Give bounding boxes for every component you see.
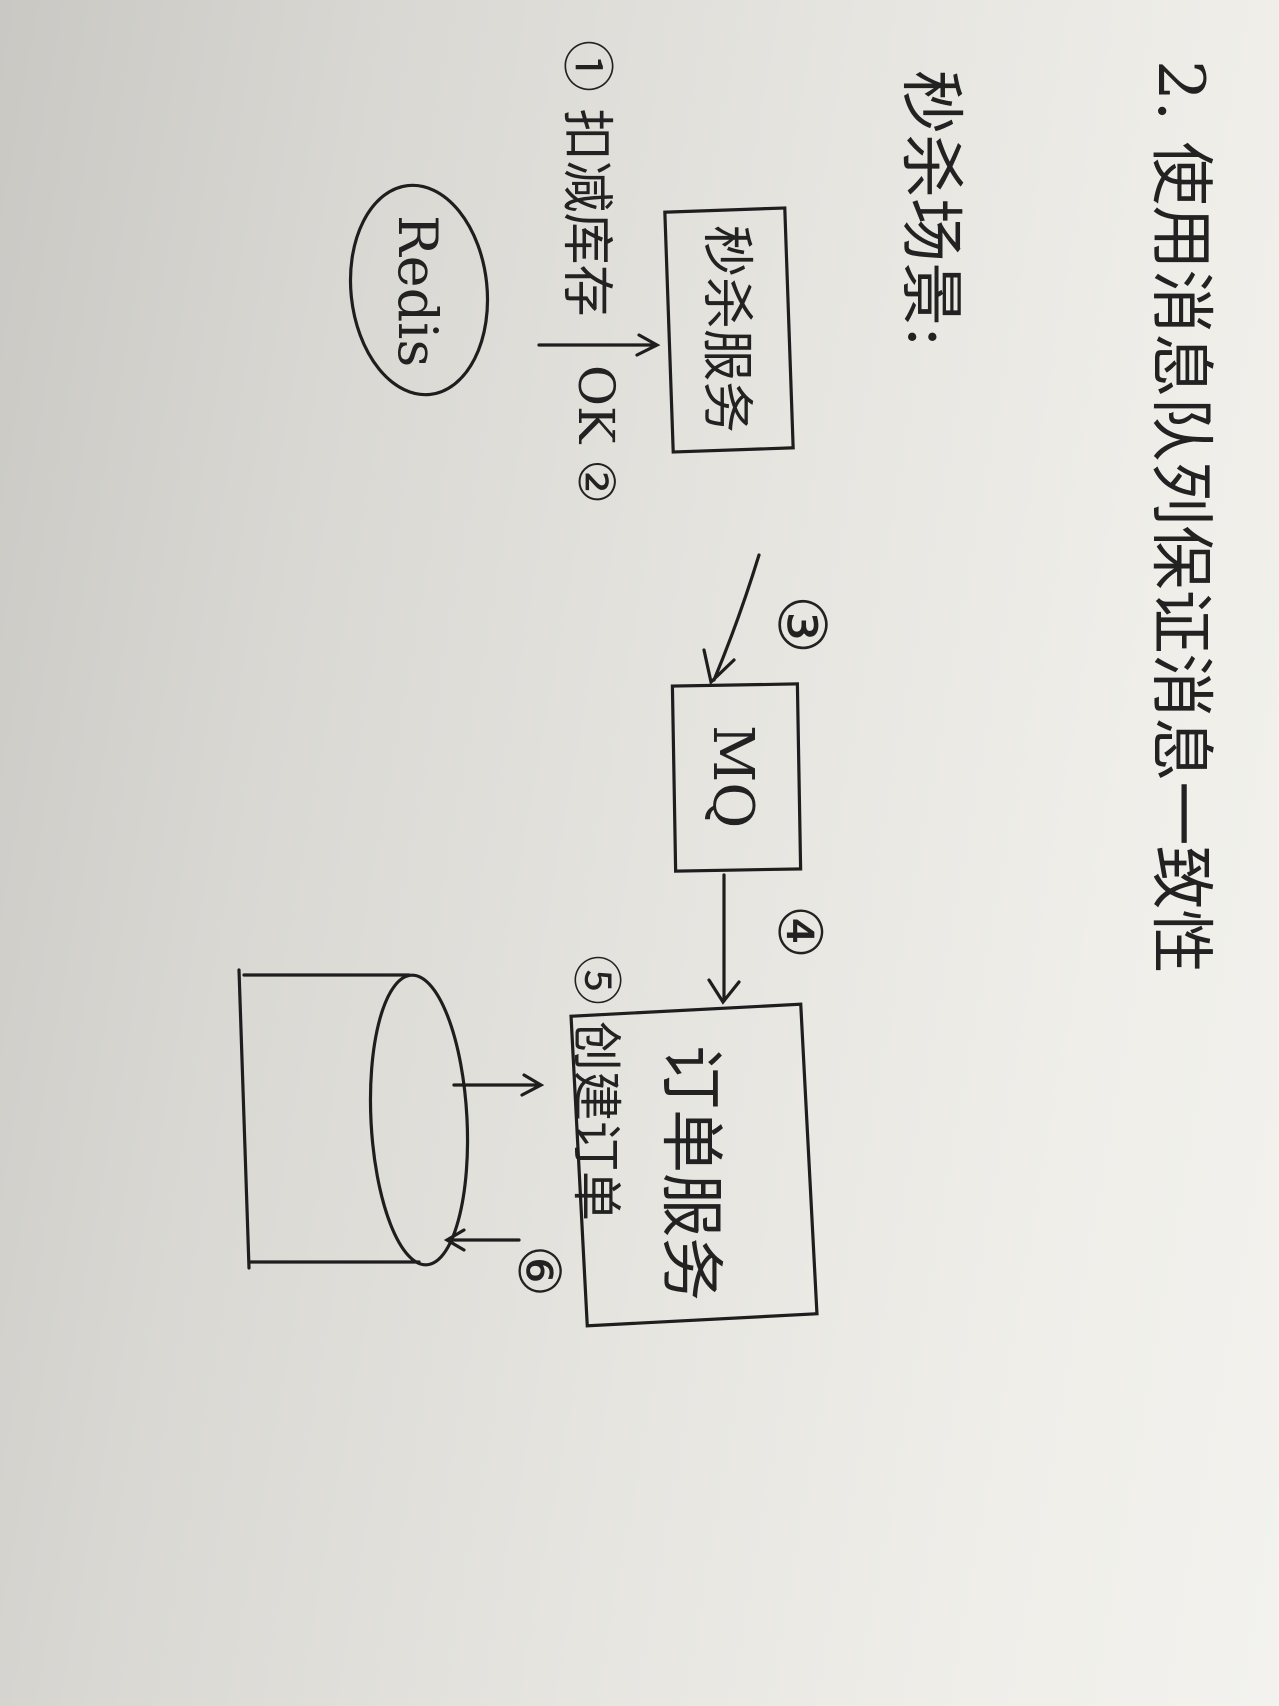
step5-label: ⑤ 创建订单 — [567, 955, 625, 1221]
database-cylinder — [237, 968, 470, 1270]
order-service-label: 订单服务 — [653, 1045, 727, 1301]
seckill-service-label: 秒杀服务 — [696, 225, 756, 433]
mq-box — [670, 682, 803, 873]
redis-label: Redis — [386, 215, 449, 367]
order-db-arrow-left — [452, 1073, 545, 1097]
ok-label: OK ② — [567, 365, 625, 504]
heading: 2. 使用消息队列保证消息一致性 — [1143, 60, 1217, 973]
redis-ellipse — [348, 183, 490, 397]
subtitle: 秒杀场景: — [893, 70, 967, 348]
step1-label: ① 扣减库存 — [556, 40, 616, 317]
order-service-box — [569, 1002, 819, 1328]
step6-marker: ⑥ — [505, 1245, 573, 1297]
seckill-service-box — [663, 206, 795, 454]
mq-to-order-arrow — [707, 873, 741, 1005]
redis-to-service-arrow — [537, 333, 661, 357]
seckill-to-mq-arrow — [702, 553, 761, 686]
order-db-arrow-right — [443, 1228, 521, 1252]
step3-marker: ③ — [763, 595, 840, 654]
step4-marker: ④ — [764, 905, 834, 959]
mq-label: MQ — [700, 725, 765, 828]
